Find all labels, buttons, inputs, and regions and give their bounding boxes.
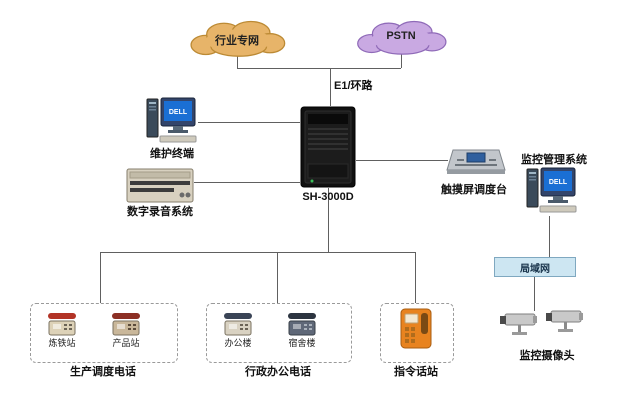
connector-line xyxy=(330,68,331,106)
command-station-device xyxy=(399,308,433,355)
monitor-system-computer: DELL xyxy=(526,166,578,221)
e1-link-label: E1/环路 xyxy=(334,80,373,92)
desktop-computer-icon: DELL xyxy=(146,97,197,143)
phone-dormitory xyxy=(286,311,318,342)
cloud-icon xyxy=(190,20,286,57)
monitor-brand-text: DELL xyxy=(169,109,188,116)
pstn-cloud-label: PSTN xyxy=(386,30,416,42)
station-label: 宿舍楼 xyxy=(288,338,316,348)
cctv-camera-icon xyxy=(546,310,583,332)
monitor-system-label: 监控管理系统 xyxy=(521,154,587,166)
station-label: 产品站 xyxy=(112,338,140,348)
phone-office-building xyxy=(222,311,254,342)
connector-line xyxy=(356,160,448,161)
admin-group-label: 行政办公电话 xyxy=(245,366,311,378)
command-station-box xyxy=(380,303,454,363)
telephone-icon xyxy=(48,313,76,336)
cloud-icon xyxy=(357,20,447,55)
camera-2 xyxy=(545,308,587,339)
production-group-label: 生产调度电话 xyxy=(70,366,136,378)
server-cabinet xyxy=(300,106,356,193)
touch-console-label: 触摸屏调度台 xyxy=(441,184,507,196)
connector-line xyxy=(237,54,238,68)
desktop-computer-icon: DELL xyxy=(526,167,577,213)
cctv-camera-icon xyxy=(500,313,537,335)
connector-line xyxy=(549,216,550,257)
intercom-station-icon xyxy=(400,308,432,349)
command-group-label: 指令话站 xyxy=(394,366,438,378)
connector-line xyxy=(277,252,278,303)
connector-line xyxy=(328,188,329,252)
connector-line xyxy=(100,252,416,253)
connector-line xyxy=(237,68,401,69)
recording-system xyxy=(126,166,194,209)
recording-system-label: 数字录音系统 xyxy=(127,206,193,218)
monitor-brand-text: DELL xyxy=(549,179,568,186)
connector-line xyxy=(401,52,402,68)
production-phone-group-box xyxy=(30,303,178,363)
connector-line xyxy=(100,252,101,303)
admin-phone-group-box xyxy=(206,303,352,363)
phone-product-station xyxy=(110,311,142,342)
server-model-label: SH-3000D xyxy=(302,191,354,203)
lan-label: 局域网 xyxy=(520,263,550,275)
pstn-cloud: PSTN xyxy=(352,16,450,58)
camera-1 xyxy=(499,311,541,342)
telephone-icon xyxy=(112,313,140,336)
connector-line xyxy=(415,252,416,303)
industry-network-cloud: 行业专网 xyxy=(185,16,289,60)
touch-console xyxy=(445,146,507,183)
lan-node: 局域网 xyxy=(494,257,576,277)
console-icon xyxy=(446,149,506,174)
industrial-pc-icon xyxy=(126,168,194,203)
connector-line xyxy=(534,275,535,311)
station-label: 办公楼 xyxy=(224,338,252,348)
camera-group-label: 监控摄像头 xyxy=(519,350,575,362)
connector-line xyxy=(194,182,300,183)
telephone-icon xyxy=(288,313,316,336)
connector-line xyxy=(198,122,300,123)
maintenance-terminal: DELL xyxy=(146,96,198,151)
maintenance-terminal-label: 维护终端 xyxy=(150,148,194,160)
server-rack-icon xyxy=(300,106,356,188)
telephone-icon xyxy=(224,313,252,336)
industry-cloud-label: 行业专网 xyxy=(215,35,259,47)
station-label: 炼铁站 xyxy=(48,338,76,348)
phone-iron-station xyxy=(46,311,78,342)
